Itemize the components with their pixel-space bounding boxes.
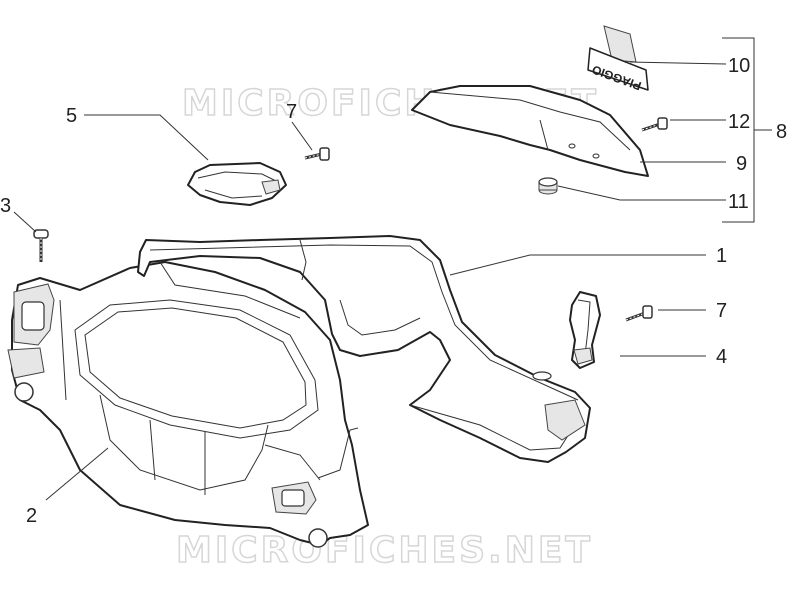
part-5-small-cover (187, 162, 287, 206)
callout-7-upper: 7 (286, 101, 297, 123)
callouts: 5 7 3 2 1 7 4 10 12 9 11 8 (0, 55, 787, 527)
part-1-front-handlebar-cover (137, 235, 591, 463)
screw-3 (33, 229, 49, 262)
callout-4: 4 (716, 346, 727, 368)
callout-2: 2 (26, 505, 37, 527)
callout-7-lower: 7 (716, 300, 727, 322)
screw-12 (641, 117, 668, 132)
callout-10: 10 (728, 55, 750, 77)
part-4-bracket (569, 291, 601, 369)
callout-8: 8 (776, 121, 787, 143)
part-10-decal: PIAGGIO (587, 25, 649, 93)
callout-9: 9 (736, 153, 747, 175)
screw-7-upper (304, 147, 330, 161)
part-11-grommet (538, 177, 558, 195)
part-9-top-panel (411, 85, 649, 177)
callout-3: 3 (0, 195, 11, 217)
callout-12: 12 (728, 111, 750, 133)
callout-11: 11 (728, 191, 749, 213)
callout-1: 1 (716, 245, 727, 267)
watermark-bottom: MICROFICHES.NET (176, 530, 593, 571)
leader-lines (13, 37, 772, 501)
screw-7-lower (625, 305, 653, 322)
callout-5: 5 (66, 105, 77, 127)
part-2-rear-handlebar-cover (7, 261, 369, 548)
